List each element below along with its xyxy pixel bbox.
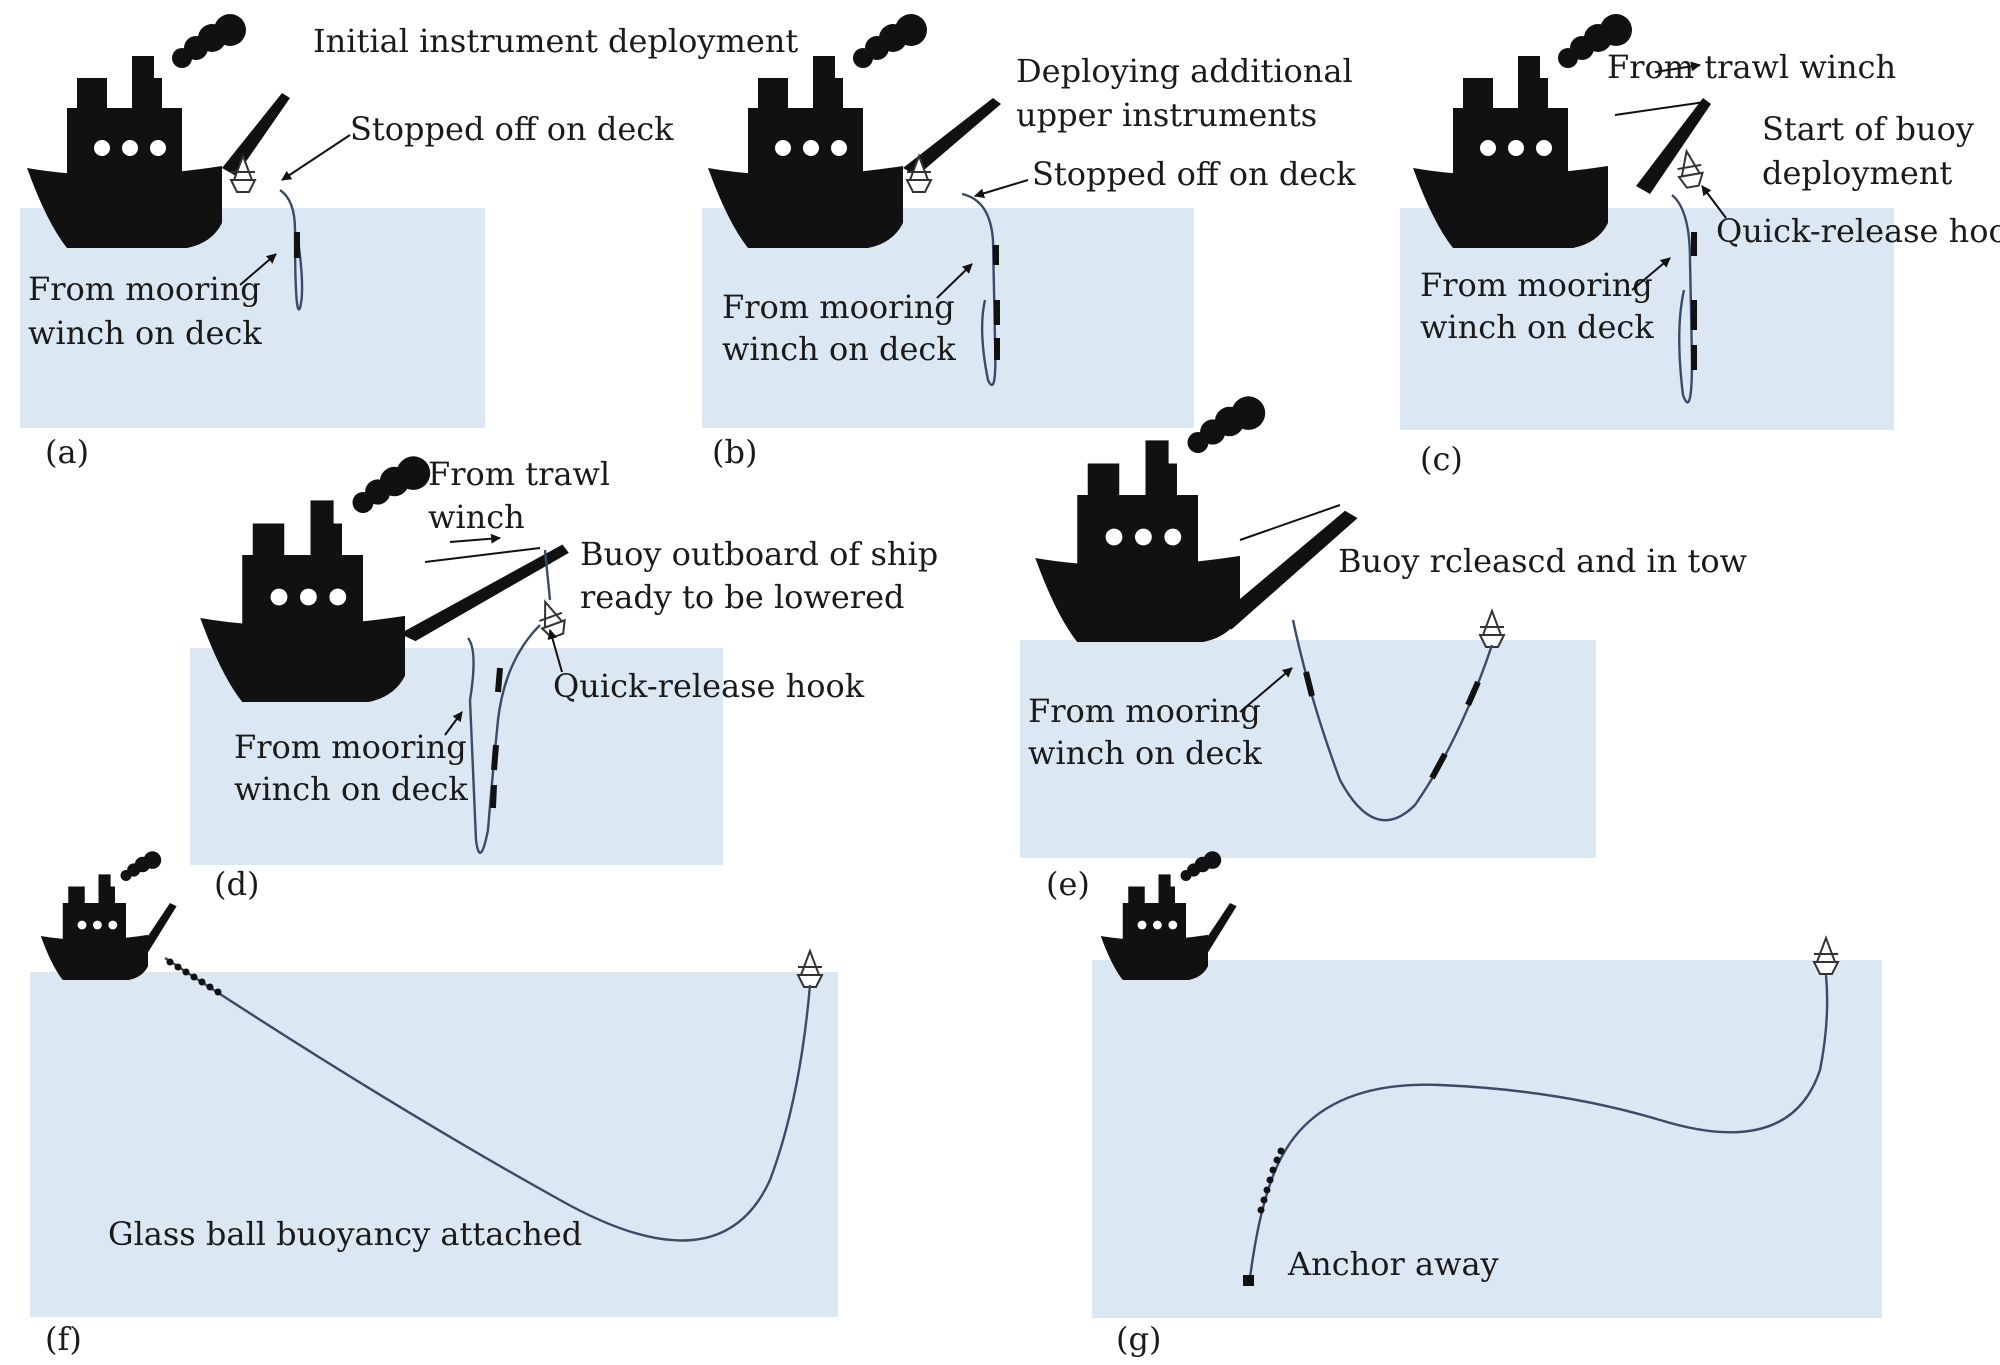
- arrow: [444, 711, 463, 736]
- panel-b: Deploying additional upper instruments S…: [702, 14, 1356, 471]
- instrument-icon: [490, 784, 497, 809]
- panel-a: Initial instrument deployment Stopped of…: [20, 14, 798, 471]
- label-from-mooring: From mooring: [28, 270, 261, 308]
- buoy-icon: [1479, 610, 1505, 648]
- label-winch-on-deck: winch on deck: [28, 314, 262, 352]
- arrow: [1239, 667, 1293, 713]
- water-area: [1092, 960, 1882, 1318]
- buoy-strop: [543, 549, 552, 601]
- arrow: [281, 134, 351, 181]
- water-area: [30, 972, 838, 1317]
- instrument-icon: [1465, 680, 1481, 707]
- panel-d: From trawl winch Buoy outboard of ship r…: [190, 455, 938, 903]
- ship-icon: [40, 851, 177, 980]
- ship-icon: [200, 456, 569, 702]
- mooring-line: [164, 956, 812, 1242]
- mooring-line: [467, 624, 541, 854]
- label-stopped-off: Stopped off on deck: [1032, 155, 1356, 193]
- glass-ball-icon: [1257, 1147, 1285, 1214]
- label-buoy-released: Buoy rcleascd and in tow: [1338, 542, 1747, 580]
- trawl-wire: [1239, 504, 1341, 541]
- label-from-mooring: From mooring: [722, 288, 955, 326]
- ship-icon: [1413, 14, 1711, 248]
- glass-ball-icon: [166, 958, 222, 996]
- arrow: [1631, 257, 1671, 291]
- label-quick-release: Quick-release hook: [553, 667, 865, 705]
- label-from-mooring: From mooring: [1420, 266, 1653, 304]
- arrow: [974, 179, 1029, 199]
- panel-g: Anchor away (g): [1092, 851, 1882, 1358]
- label-anchor-away: Anchor away: [1287, 1245, 1499, 1283]
- label-winch: winch: [428, 498, 525, 536]
- mooring-line: [279, 189, 304, 311]
- label-from-trawl-winch: From trawl winch: [1607, 48, 1896, 86]
- label-stopped-off: Stopped off on deck: [350, 110, 674, 148]
- label-initial-deployment: Initial instrument deployment: [313, 22, 798, 60]
- label-glass-ball: Glass ball buoyancy attached: [108, 1215, 582, 1253]
- arrow: [239, 253, 277, 286]
- mooring-line: [1671, 194, 1694, 404]
- panel-label-g: (g): [1116, 1320, 1161, 1358]
- label-winch-on-deck: winch on deck: [722, 330, 956, 368]
- label-quick-release: Quick-release hook: [1716, 212, 2000, 250]
- ship-icon: [708, 14, 1001, 248]
- instrument-icon: [495, 667, 503, 693]
- panel-f: Glass ball buoyancy attached (f): [30, 851, 838, 1358]
- mooring-line: [1291, 619, 1494, 822]
- buoy-icon: [1813, 937, 1839, 975]
- panel-label-a: (a): [45, 433, 89, 471]
- arrow: [936, 263, 973, 299]
- instrument-icon: [491, 744, 499, 771]
- panel-e: Buoy rcleascd and in tow From mooring wi…: [1020, 396, 1747, 903]
- mooring-line: [961, 192, 997, 387]
- panel-label-d: (d): [214, 865, 259, 903]
- label-deployment: deployment: [1762, 154, 1952, 192]
- panel-label-e: (e): [1046, 865, 1090, 903]
- panel-label-c: (c): [1420, 440, 1463, 478]
- ship-icon: [1100, 851, 1237, 980]
- label-buoy-outboard: Buoy outboard of ship: [580, 535, 938, 573]
- ship-icon: [1035, 396, 1358, 642]
- panel-label-f: (f): [45, 1320, 82, 1358]
- label-from-mooring: From mooring: [234, 728, 467, 766]
- arrow: [1701, 185, 1727, 219]
- panel-label-b: (b): [712, 433, 757, 471]
- label-ready-lowered: ready to be lowered: [580, 578, 904, 616]
- label-upper-instruments: upper instruments: [1016, 96, 1317, 134]
- trawl-wire: [424, 547, 541, 563]
- arrow: [547, 629, 563, 673]
- panel-c: From trawl winch Start of buoy deploymen…: [1400, 14, 2000, 478]
- label-winch-on-deck: winch on deck: [1420, 308, 1654, 346]
- instrument-icon: [1303, 671, 1315, 697]
- label-from-mooring: From mooring: [1028, 692, 1261, 730]
- anchor-icon: [1243, 1275, 1254, 1286]
- label-start-buoy: Start of buoy: [1762, 110, 1974, 148]
- buoy-icon: [1673, 148, 1706, 190]
- label-winch-on-deck: winch on deck: [1028, 734, 1262, 772]
- arrow: [449, 533, 501, 544]
- label-from-trawl: From trawl: [428, 455, 610, 493]
- label-deploying: Deploying additional: [1016, 52, 1353, 90]
- instrument-icon: [1429, 752, 1448, 780]
- buoy-icon: [797, 950, 823, 988]
- ship-icon: [27, 14, 290, 248]
- arrow: [1654, 61, 1701, 73]
- label-winch-on-deck: winch on deck: [234, 770, 468, 808]
- trawl-wire: [1614, 101, 1706, 116]
